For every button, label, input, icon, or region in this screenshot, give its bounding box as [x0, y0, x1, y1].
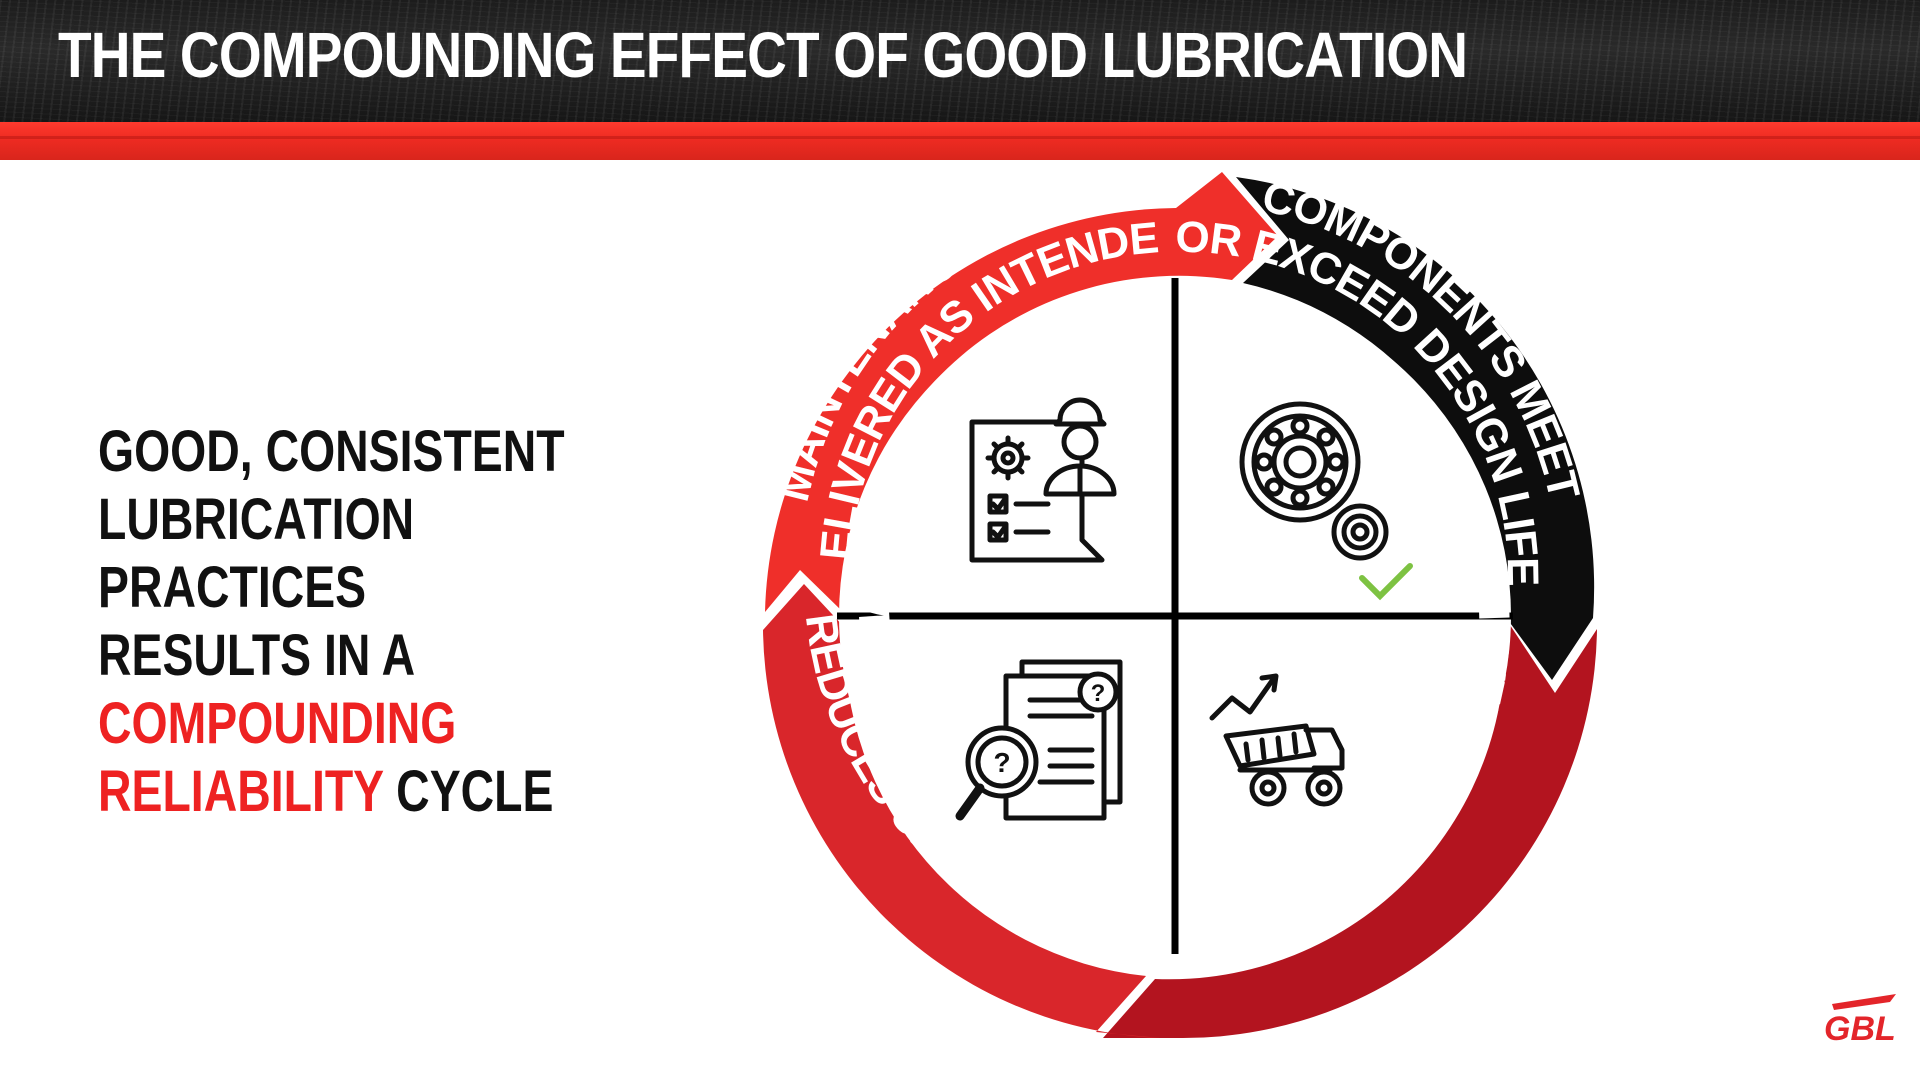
intro-line-3-prefix: RESULTS IN A — [98, 623, 414, 688]
intro-highlight-compounding: COMPOUNDING — [98, 691, 457, 756]
page-title: THE COMPOUNDING EFFECT OF GOOD LUBRICATI… — [58, 19, 1468, 91]
header-accent-band — [0, 122, 1920, 160]
maintenance-plan-icon — [969, 397, 1117, 563]
gbl-logo: GBL — [1818, 990, 1902, 1050]
segment-asset-availability — [1103, 616, 1597, 1039]
cycle-svg: MAINTENANCE PLAN DELIVERED AS INTENDED C… — [700, 160, 1597, 1039]
bearing-checkmark-icon — [1239, 401, 1413, 601]
header-texture — [0, 0, 1920, 122]
question-mark-glyph: ? — [993, 747, 1010, 778]
accent-band-line — [0, 136, 1920, 139]
question-mark-glyph-2: ? — [1091, 680, 1106, 707]
segment-unplanned-work — [763, 584, 1160, 1038]
header-bar: THE COMPOUNDING EFFECT OF GOOD LUBRICATI… — [0, 0, 1920, 122]
reliability-cycle-diagram: MAINTENANCE PLAN DELIVERED AS INTENDED C… — [700, 160, 1660, 1080]
intro-line-4-suffix: CYCLE — [383, 759, 554, 824]
logo-lettering: GBL — [1824, 1010, 1896, 1048]
intro-line-2: LUBRICATION PRACTICES — [98, 487, 415, 620]
intro-line-1: GOOD, CONSISTENT — [98, 419, 565, 484]
gbl-logo-mark: GBL — [1824, 994, 1896, 1048]
segment-maintenance-plan — [765, 172, 1278, 612]
document-search-icon: ? ? — [955, 659, 1123, 821]
intro-statement: GOOD, CONSISTENT LUBRICATION PRACTICES R… — [98, 418, 594, 826]
haul-truck-trend-icon — [1209, 673, 1345, 807]
intro-highlight-reliability: RELIABILITY — [98, 759, 384, 824]
